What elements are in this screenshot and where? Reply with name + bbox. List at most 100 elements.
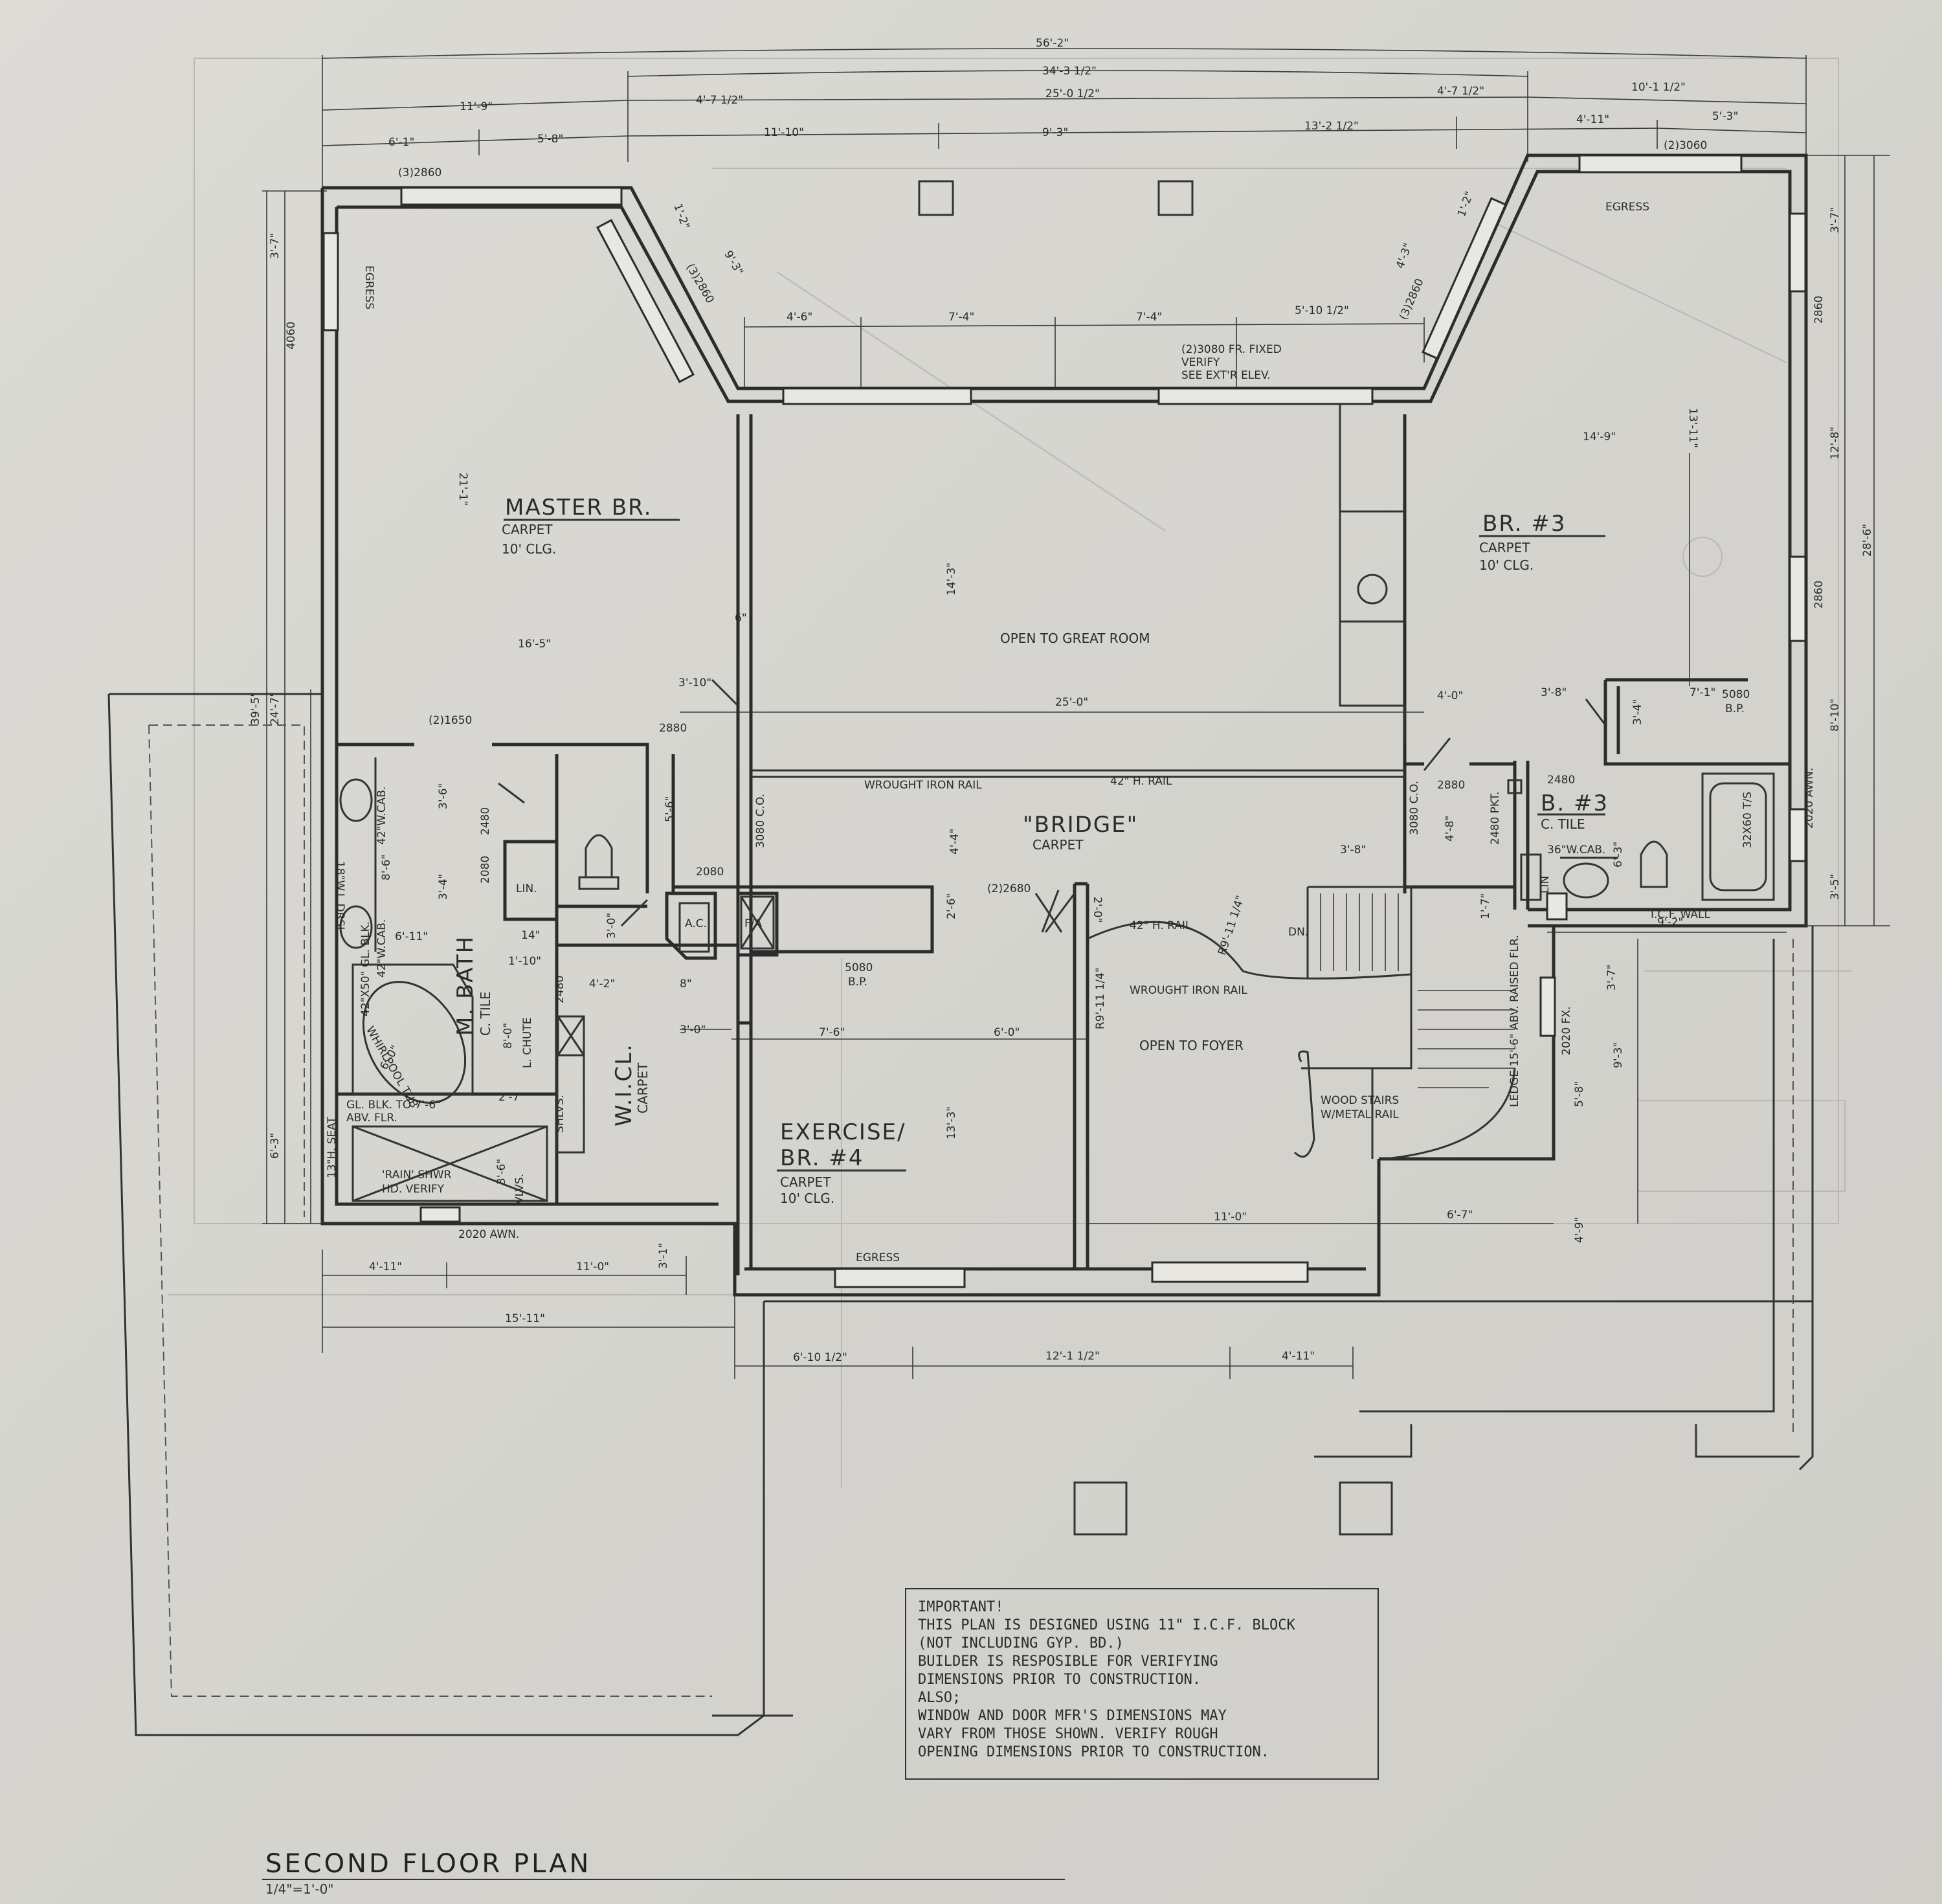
- label-egress-master: EGRESS: [363, 265, 375, 309]
- label-tub: 32X60 T/S: [1741, 792, 1754, 848]
- side-dimension-lines: [262, 155, 1890, 1224]
- label-rain-2: HD. VERIFY: [382, 1183, 445, 1196]
- label-rail-42a: 42" H. RAIL: [1110, 775, 1172, 788]
- dimension-labels: 56'-2" 34'-3 1/2" 11'-9" 4'-7 1/2" 25'-0…: [249, 37, 1874, 1364]
- dim-13-3: 13'-3": [945, 1106, 958, 1139]
- room-b3-name: B. #3: [1541, 790, 1609, 816]
- label-2480-b: 2480: [1547, 774, 1575, 787]
- label-cab-42a: 42"W.CAB.: [375, 787, 388, 845]
- dim-3-5: 3'-5": [1829, 874, 1842, 900]
- dim-top-10: 9'-3": [1042, 126, 1068, 139]
- label-seat: 13"H. SEAT: [326, 1116, 339, 1178]
- dim-top-1: 34'-3 1/2": [1042, 65, 1097, 78]
- room-bridge-name: "BRIDGE": [1023, 812, 1138, 838]
- dim-5-8b: 5'-8": [1573, 1081, 1586, 1107]
- important-note-box: IMPORTANT! THIS PLAN IS DESIGNED USING 1…: [905, 1588, 1379, 1780]
- dim-5-6: 5'-6": [664, 796, 676, 822]
- label-5080-a: 5080: [845, 961, 873, 974]
- dim-top-11: 13'-2 1/2": [1304, 120, 1359, 133]
- label-radius-a: R9'-11 1/4": [1094, 967, 1107, 1029]
- dim-8-6: 8'-6": [380, 855, 393, 880]
- dim-diag-3: 1'-2": [1455, 190, 1477, 219]
- dim-2-0: 2'-0": [1091, 897, 1104, 923]
- dim-4-0: 4'-0": [1437, 689, 1463, 702]
- label-fixed-1: (2)3080 FR. FIXED: [1181, 343, 1282, 356]
- dim-diag-4: 4'-3": [1394, 241, 1415, 271]
- label-awn-b: 2020 AWN.: [1803, 768, 1816, 829]
- label-3-2860-c: (3)2860: [1397, 276, 1427, 322]
- room-exercise-ceiling: 10' CLG.: [780, 1191, 834, 1206]
- dim-25-0: 25'-0": [1055, 696, 1088, 709]
- note-line: (NOT INCLUDING GYP. BD.): [918, 1635, 1124, 1652]
- room-br3-ceiling: 10' CLG.: [1479, 557, 1534, 573]
- dim-br3-w: 14'-9": [1583, 431, 1616, 443]
- dim-7-1: 7'-1": [1690, 686, 1715, 699]
- label-icf-wall: I.C.F. WALL: [1651, 908, 1711, 921]
- label-glblk-3: ABV. FLR.: [346, 1112, 397, 1125]
- ghost-lines: [168, 58, 1851, 1489]
- bottom-dimension-lines: [322, 711, 1554, 1379]
- room-br3-name: BR. #3: [1482, 511, 1566, 537]
- note-line: IMPORTANT!: [918, 1599, 1004, 1615]
- label-fixed-2: VERIFY: [1181, 356, 1220, 369]
- dim-top-7: 6'-1": [388, 136, 414, 149]
- label-ac: A.C.: [685, 917, 707, 930]
- dim-3-6b: 3'-6": [495, 1159, 508, 1185]
- porch-outline: [107, 693, 1814, 1736]
- note-line: ALSO;: [918, 1690, 961, 1706]
- label-5080-b: 5080: [1722, 688, 1750, 701]
- room-wic-name: W.I.CL.: [611, 1043, 637, 1126]
- label-3-2860-b: (3)2860: [684, 262, 717, 306]
- dim-overall: 56'-2": [1036, 37, 1069, 50]
- dim-3-4b: 3'-4": [437, 874, 450, 900]
- plan-scale: 1/4"=1'-0": [265, 1881, 334, 1897]
- label-3080co-a: 3080 C.O.: [754, 794, 767, 848]
- label-drsl: 18"W.I. DRSL: [333, 861, 346, 933]
- label-cab-42b: 42"W.CAB.: [375, 919, 388, 978]
- note-line: WINDOW AND DOOR MFR'S DIMENSIONS MAY: [918, 1708, 1227, 1724]
- label-glblk-2: GL. BLK. TO 7'-6": [346, 1099, 441, 1112]
- dim-diag-1: 1'-2": [671, 202, 692, 231]
- dim-top-2: 11'-9": [460, 100, 493, 113]
- label-1650: (2)1650: [429, 714, 472, 727]
- label-stairs-1: WOOD STAIRS: [1321, 1094, 1399, 1107]
- dim-8-10: 8'-10": [1829, 699, 1842, 732]
- label-wrought-2: WROUGHT IRON RAIL: [1130, 984, 1247, 997]
- dim-top-3: 4'-7 1/2": [696, 94, 743, 107]
- dim-2-6: 2'-6": [945, 893, 958, 919]
- dim-3-4a: 3'-4": [1631, 699, 1644, 725]
- dim-3-10: 3'-10": [678, 677, 711, 689]
- room-b3-floor: C. TILE: [1541, 816, 1585, 832]
- room-open-great: OPEN TO GREAT ROOM: [1000, 631, 1150, 646]
- dim-3-8b: 3'-8": [1340, 844, 1366, 857]
- label-3-2860-a: (3)2860: [398, 166, 441, 179]
- title-underline: [262, 1879, 1065, 1880]
- room-master-name: MASTER BR.: [505, 495, 652, 521]
- exterior-walls: [320, 153, 1808, 1297]
- dim-11-0a: 11'-0": [1214, 1211, 1247, 1224]
- dim-6in: 6": [735, 612, 747, 625]
- dim-4-11b: 4'-11": [369, 1260, 402, 1273]
- label-shlvs: SHLVS.: [553, 1095, 566, 1133]
- label-2860-a: 2860: [1813, 296, 1825, 324]
- dim-28-6: 28'-6": [1861, 524, 1874, 557]
- dim-3-7l: 3'-7": [269, 233, 282, 259]
- dim-br3-h: 13'-11": [1686, 408, 1699, 448]
- room-exercise-line2: BR. #4: [780, 1145, 864, 1171]
- posts: [918, 180, 1393, 1536]
- dim-6-10: 6'-10 1/2": [793, 1351, 847, 1364]
- note-line: OPENING DIMENSIONS PRIOR TO CONSTRUCTION…: [918, 1744, 1270, 1760]
- label-2880-a: 2880: [659, 722, 687, 735]
- label-dn: DN.: [1288, 926, 1308, 939]
- dim-master-w: 16'-5": [518, 638, 551, 651]
- dim-3-6a: 3'-6": [437, 783, 450, 809]
- label-2880-b: 2880: [1437, 779, 1465, 792]
- dim-4-4: 4'-4": [948, 829, 961, 855]
- label-3080co-b: 3080 C.O.: [1408, 781, 1421, 835]
- label-radius-b: R9'-11 1/4": [1216, 894, 1247, 957]
- dim-12-8: 12'-8": [1829, 427, 1842, 460]
- dim-6-7: 6'-7": [1447, 1209, 1473, 1222]
- label-2480-a: 2480: [479, 807, 492, 835]
- dim-4-9: 4'-9": [1573, 1217, 1586, 1243]
